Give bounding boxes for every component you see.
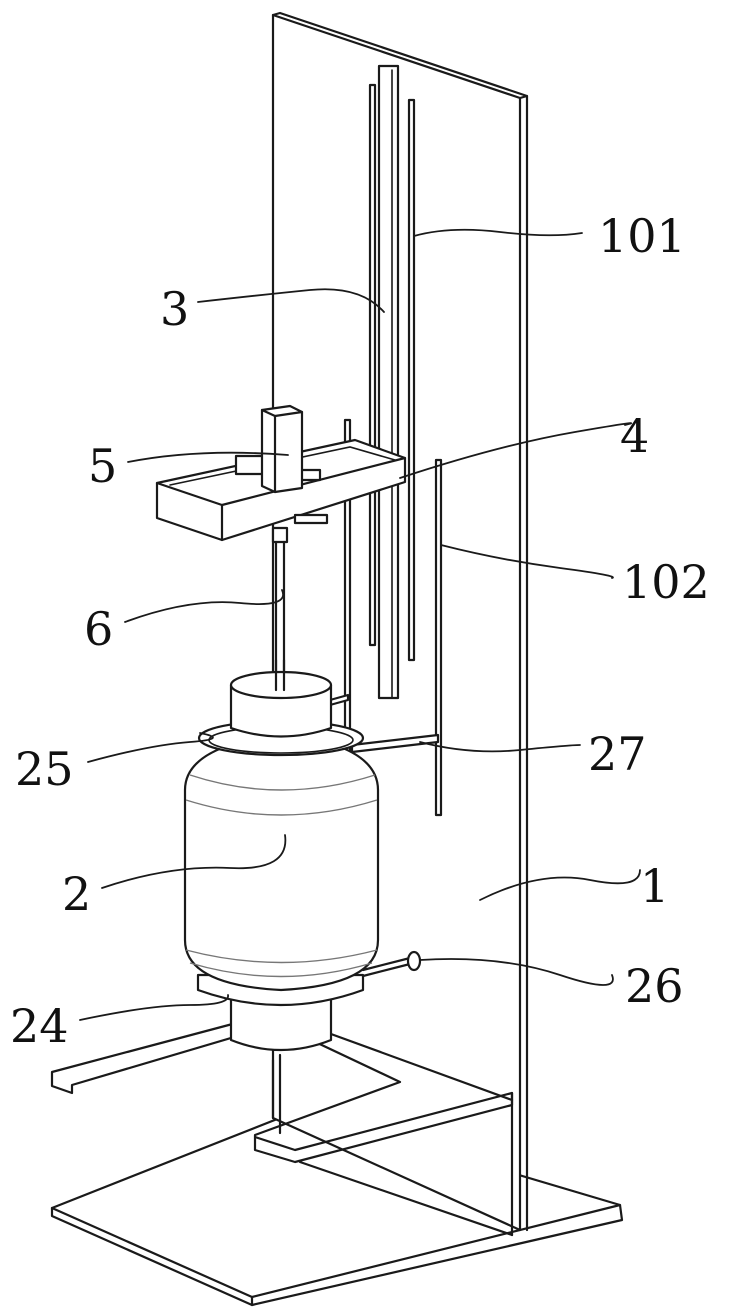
reference-labels: 101 3 5 4 102 6 25 27 2 1 26 24 — [10, 209, 710, 1053]
label-27: 27 — [588, 727, 647, 781]
label-101: 101 — [598, 209, 686, 263]
label-2: 2 — [62, 867, 91, 921]
label-1: 1 — [640, 859, 669, 913]
leader-6 — [124, 589, 284, 623]
leader-lines — [79, 228, 641, 1021]
lower-support-frame — [50, 1020, 514, 1237]
leader-27 — [419, 741, 581, 753]
leader-2 — [101, 834, 287, 889]
leader-4 — [399, 422, 632, 479]
label-24: 24 — [10, 999, 69, 1053]
tank-body — [183, 658, 380, 1052]
outlet-nozzle — [361, 950, 422, 978]
leader-101 — [413, 228, 583, 237]
leader-1 — [479, 869, 641, 901]
label-5: 5 — [88, 439, 117, 493]
leader-5 — [127, 451, 289, 463]
leader-102 — [440, 544, 614, 579]
label-25: 25 — [15, 742, 74, 796]
leader-24 — [79, 994, 229, 1021]
label-4: 4 — [620, 409, 649, 463]
leader-3 — [197, 288, 385, 313]
guide-rails — [368, 64, 416, 700]
label-3: 3 — [160, 282, 189, 336]
motor — [260, 404, 304, 494]
label-26: 26 — [625, 959, 684, 1013]
leader-25 — [87, 732, 214, 763]
label-6: 6 — [84, 602, 113, 656]
leader-26 — [419, 958, 614, 986]
support-arms — [328, 693, 440, 754]
label-102: 102 — [622, 555, 710, 609]
